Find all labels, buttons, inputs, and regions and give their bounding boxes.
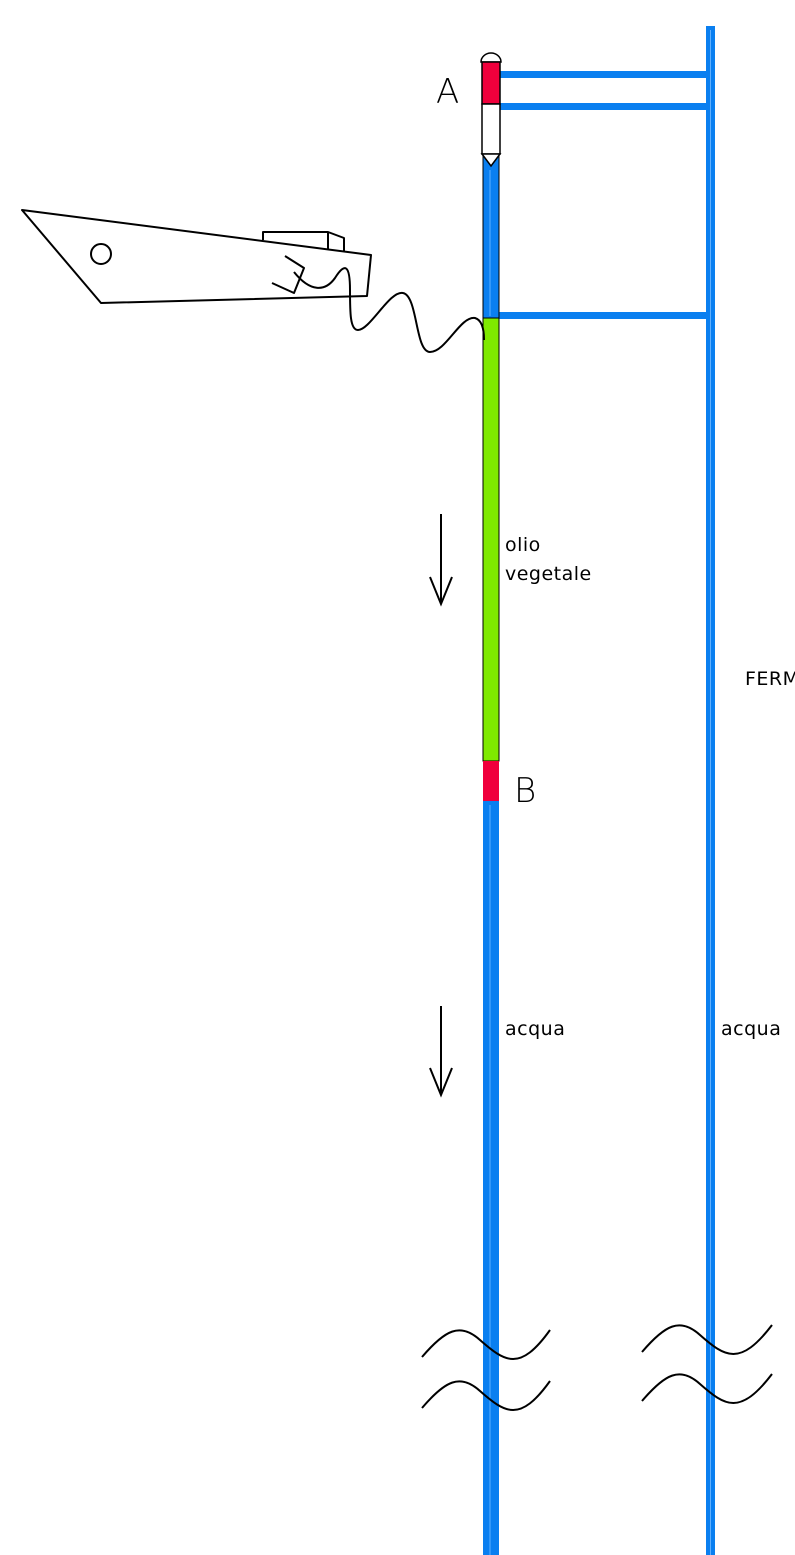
boat-hull (21, 209, 372, 304)
capsule-a-plug (481, 61, 501, 105)
break-marks (421, 1324, 773, 1411)
water-label-left: acqua (505, 1018, 565, 1040)
arrow-down-lower-icon (429, 1006, 453, 1098)
arrow-down-upper-icon (429, 514, 453, 607)
left-pipe-upper-water (482, 154, 500, 319)
left-pipe-lower-water (483, 801, 499, 1555)
connectors (498, 71, 710, 319)
porthole-icon (90, 243, 112, 265)
plug-b (483, 761, 499, 801)
right-side-label: FERM (745, 668, 795, 690)
break-mark-right-1 (641, 1324, 773, 1355)
break-mark-left-2 (421, 1380, 551, 1411)
break-mark-right-2 (641, 1373, 773, 1404)
left-pipe (482, 154, 500, 1555)
winch-icon (271, 255, 305, 294)
connector-bottom (498, 312, 710, 319)
capsule-a-cap (480, 52, 502, 63)
break-mark-left-1 (421, 1329, 551, 1360)
boat (21, 209, 372, 304)
point-a-label: A (436, 72, 459, 112)
capsule-a-body (481, 103, 501, 155)
connector-middle (500, 103, 710, 110)
oil-column (482, 317, 500, 762)
arrows (429, 514, 453, 1098)
oil-label-line2: vegetale (505, 563, 592, 585)
tow-cable (293, 267, 485, 354)
water-label-right: acqua (721, 1018, 781, 1040)
right-pipe (706, 26, 715, 1555)
oil-label-line1: olio (505, 534, 541, 556)
capsule-a-tip (480, 153, 502, 168)
capsule-a (480, 52, 502, 168)
point-b-label: B (514, 771, 536, 811)
connector-top (500, 71, 710, 78)
